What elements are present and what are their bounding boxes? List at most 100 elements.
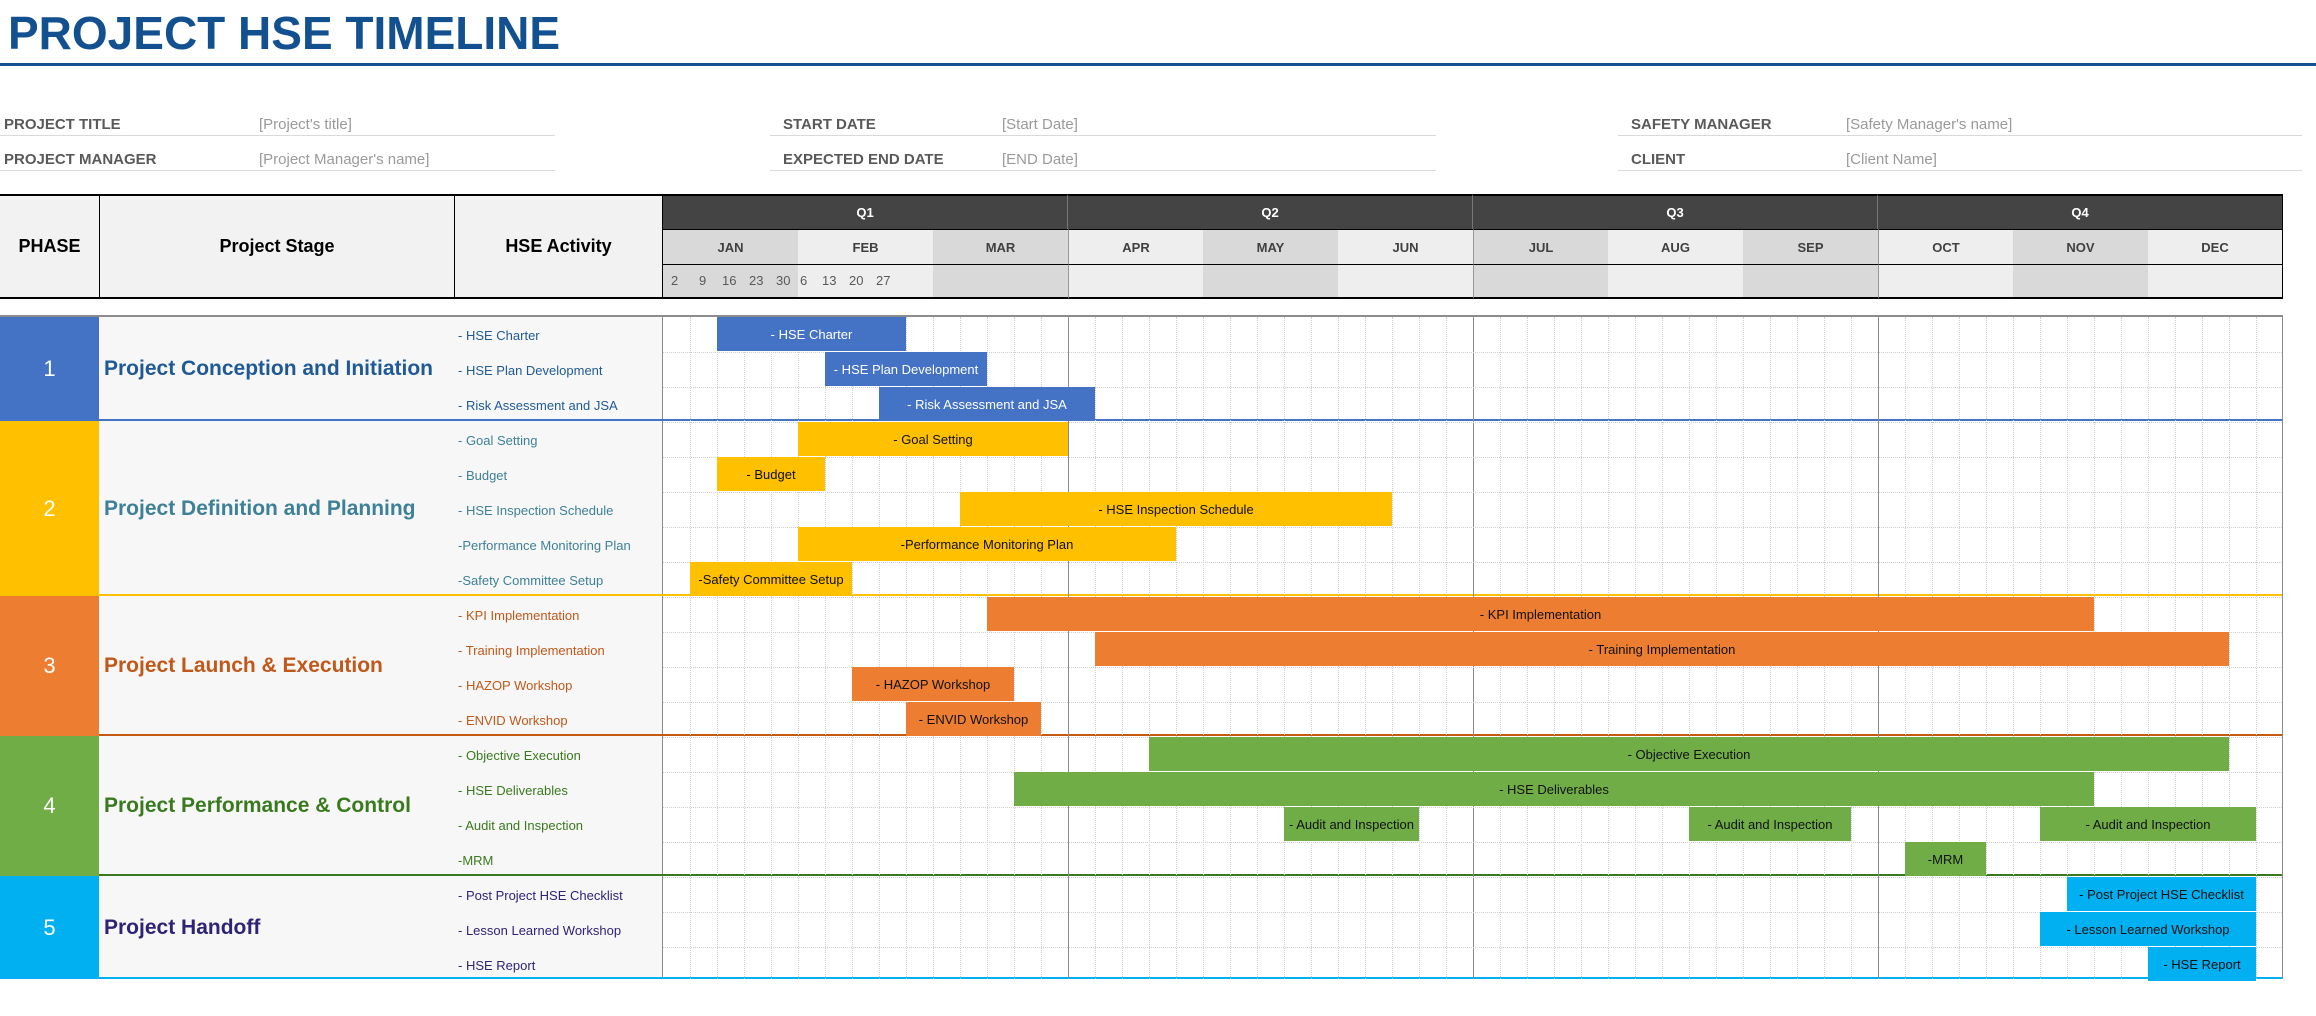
gantt-bar[interactable]: - HSE Report: [2148, 947, 2256, 981]
end-date-field[interactable]: [END Date]: [1002, 151, 1078, 168]
week-gridline: [771, 317, 772, 979]
month-jan: JAN: [663, 229, 798, 264]
gantt-bar[interactable]: - Goal Setting: [798, 422, 1068, 456]
month-jul: JUL: [1473, 229, 1608, 264]
weeks-nov: [2013, 264, 2148, 299]
end-date-row: EXPECTED END DATE [END Date]: [770, 151, 1436, 171]
activity-label: - Goal Setting: [458, 433, 538, 448]
gantt-bar[interactable]: - Training Implementation: [1095, 632, 2229, 666]
week-gridline: [987, 317, 988, 979]
gantt-bar[interactable]: - Audit and Inspection: [1284, 807, 1419, 841]
month-apr: APR: [1068, 229, 1203, 264]
start-date-label: START DATE: [783, 116, 876, 133]
activity-label: - HSE Deliverables: [458, 783, 568, 798]
month-sep: SEP: [1743, 229, 1878, 264]
row-gridline: [663, 877, 2282, 878]
phase-5-separator: [99, 977, 2283, 979]
stage-2: Project Definition and Planning: [99, 421, 454, 596]
gantt-bar[interactable]: - Budget: [717, 457, 825, 491]
gantt-bar[interactable]: -Performance Monitoring Plan: [798, 527, 1176, 561]
project-manager-row: PROJECT MANAGER [Project Manager's name]: [0, 151, 555, 171]
start-date-row: START DATE [Start Date]: [770, 116, 1436, 136]
activity-label: -Performance Monitoring Plan: [458, 538, 631, 553]
phase-4-separator: [99, 874, 2283, 876]
week-label: 20: [849, 273, 864, 288]
gantt-bar[interactable]: - HSE Inspection Schedule: [960, 492, 1392, 526]
week-gridline: [690, 317, 691, 979]
row-gridline: [663, 842, 2282, 843]
row-gridline: [663, 912, 2282, 913]
activity-label: -Safety Committee Setup: [458, 573, 604, 588]
project-title-row: PROJECT TITLE [Project's title]: [0, 116, 555, 136]
activity-label: - HSE Charter: [458, 328, 540, 343]
client-row: CLIENT [Client Name]: [1618, 151, 2302, 171]
gantt-bar[interactable]: -Safety Committee Setup: [690, 562, 852, 596]
start-date-field[interactable]: [Start Date]: [1002, 116, 1078, 133]
activity-label: - Budget: [458, 468, 508, 483]
week-gridline: [717, 317, 718, 979]
gantt-bar[interactable]: - HAZOP Workshop: [852, 667, 1014, 701]
gantt-bar[interactable]: - Audit and Inspection: [1689, 807, 1851, 841]
client-label: CLIENT: [1631, 151, 1686, 168]
weeks-jul: [1473, 264, 1608, 299]
page-title: PROJECT HSE TIMELINE: [8, 7, 561, 59]
activity-label: - Objective Execution: [458, 748, 581, 763]
weeks-mar: [933, 264, 1068, 299]
project-manager-field[interactable]: [Project Manager's name]: [259, 151, 430, 168]
activity-label: - HAZOP Workshop: [458, 678, 573, 693]
activity-label: -MRM: [458, 853, 494, 868]
week-gridline: [1014, 317, 1015, 979]
month-oct: OCT: [1878, 229, 2013, 264]
gantt-bar[interactable]: - Risk Assessment and JSA: [879, 387, 1095, 421]
weeks-jan: 2 9 16 23 30: [663, 264, 798, 299]
activity-label: - Risk Assessment and JSA: [458, 398, 618, 413]
gantt-bar[interactable]: - Lesson Learned Workshop: [2040, 912, 2256, 946]
week-gridline: [2229, 317, 2230, 979]
row-gridline: [663, 352, 2282, 353]
week-label: 27: [876, 273, 891, 288]
week-gridline: [960, 317, 961, 979]
activity-label: - Audit and Inspection: [458, 818, 584, 833]
gantt-bar[interactable]: - Post Project HSE Checklist: [2067, 877, 2256, 911]
title-underline: [0, 63, 2316, 66]
gantt-grid: - HSE Charter- HSE Plan Development- Ris…: [663, 317, 2283, 981]
safety-manager-row: SAFETY MANAGER [Safety Manager's name]: [1618, 116, 2302, 136]
activity-column: [454, 317, 663, 979]
week-label: 9: [699, 273, 707, 288]
activity-header: HSE Activity: [455, 194, 663, 299]
gantt-bar[interactable]: - HSE Deliverables: [1014, 772, 2094, 806]
row-gridline: [663, 807, 2282, 808]
end-date-label: EXPECTED END DATE: [783, 151, 944, 168]
quarter-divider: [1068, 317, 1069, 979]
month-aug: AUG: [1608, 229, 1743, 264]
phase-1-cell: 1: [0, 317, 99, 421]
gantt-bar[interactable]: -MRM: [1905, 842, 1986, 876]
row-gridline: [663, 667, 2282, 668]
safety-manager-field[interactable]: [Safety Manager's name]: [1846, 116, 2013, 133]
row-gridline: [663, 562, 2282, 563]
project-title-field[interactable]: [Project's title]: [259, 116, 352, 133]
phase-3-separator: [99, 734, 2283, 736]
stage-header: Project Stage: [100, 194, 455, 299]
stage-5: Project Handoff: [99, 876, 454, 979]
weeks-aug: [1608, 264, 1743, 299]
activity-label: - Lesson Learned Workshop: [458, 923, 622, 938]
client-field[interactable]: [Client Name]: [1846, 151, 1937, 168]
activity-label: - ENVID Workshop: [458, 713, 568, 728]
week-gridline: [2256, 317, 2257, 979]
row-gridline: [663, 492, 2282, 493]
gantt-bar[interactable]: - Objective Execution: [1149, 737, 2229, 771]
week-label: 2: [671, 273, 679, 288]
phase-2-separator: [99, 594, 2283, 596]
quarter-q1: Q1: [663, 194, 1068, 229]
row-gridline: [663, 457, 2282, 458]
gantt-bar[interactable]: - HSE Charter: [717, 317, 906, 351]
phase-3-cell: 3: [0, 596, 99, 736]
gantt-bar[interactable]: - Audit and Inspection: [2040, 807, 2256, 841]
gantt-bar[interactable]: - HSE Plan Development: [825, 352, 987, 386]
gantt-bar[interactable]: - KPI Implementation: [987, 597, 2094, 631]
week-gridline: [906, 317, 907, 979]
activity-label: - Training Implementation: [458, 643, 605, 658]
gantt-bar[interactable]: - ENVID Workshop: [906, 702, 1041, 736]
row-gridline: [663, 947, 2282, 948]
